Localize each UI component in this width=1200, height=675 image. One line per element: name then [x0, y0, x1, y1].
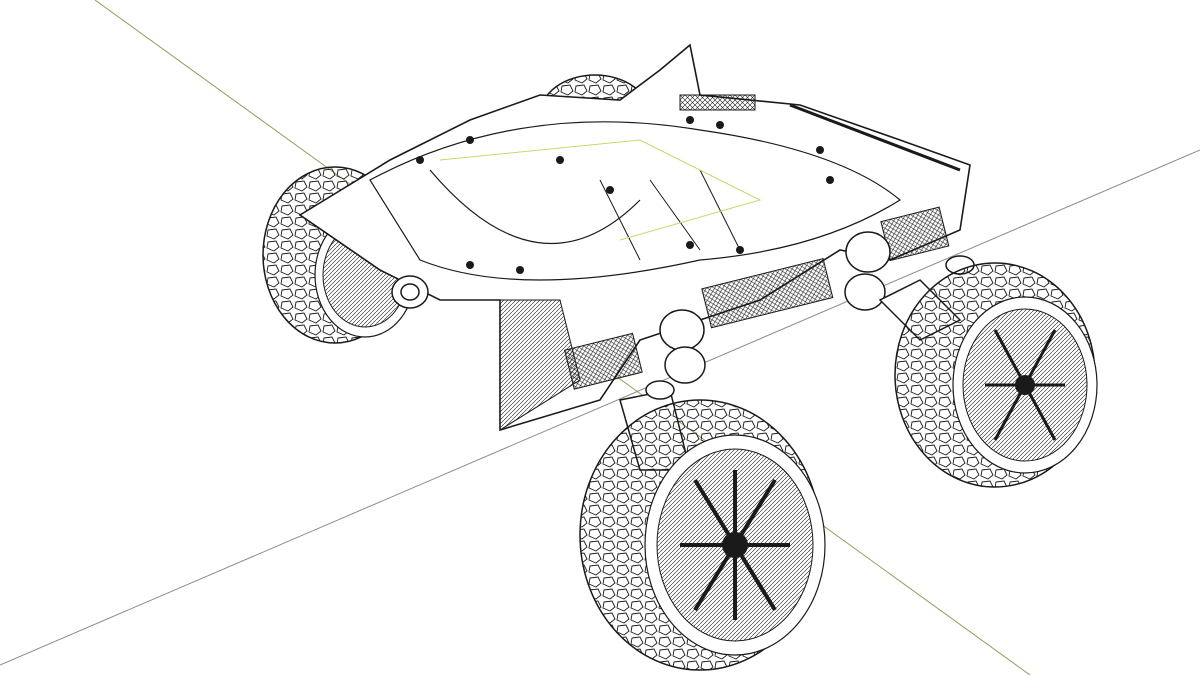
mesh-grille [679, 94, 756, 111]
front-left-wheel [579, 399, 826, 671]
axis-line-grey [0, 149, 1200, 666]
bolts [416, 116, 834, 274]
front-right-wheel [894, 262, 1098, 488]
mesh-grille [701, 258, 834, 329]
mesh-grille [563, 332, 643, 390]
